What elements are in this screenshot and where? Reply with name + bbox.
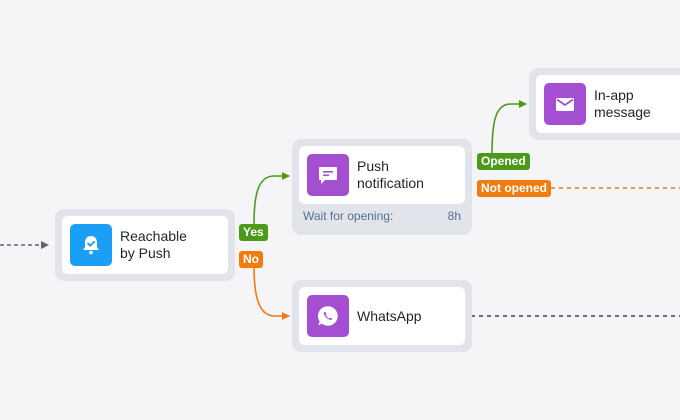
whatsapp-icon	[307, 295, 349, 337]
node-whatsapp[interactable]: WhatsApp	[292, 280, 472, 352]
edge-no[interactable]	[253, 265, 290, 320]
node-in-app-message[interactable]: In-app message	[529, 68, 680, 140]
node-label: Push notification	[357, 158, 424, 191]
branch-not-opened-badge[interactable]: Not opened	[477, 180, 551, 197]
wait-setting[interactable]: Wait for opening: 8h	[299, 204, 465, 223]
edge-yes[interactable]	[253, 172, 290, 225]
node-push-notification[interactable]: Push notification Wait for opening: 8h	[292, 139, 472, 235]
branch-opened-badge[interactable]: Opened	[477, 153, 530, 170]
node-reachable-by-push[interactable]: Reachable by Push	[55, 209, 235, 281]
wait-value: 8h	[447, 209, 461, 223]
edge-opened[interactable]	[491, 100, 527, 155]
envelope-icon	[544, 83, 586, 125]
wait-label: Wait for opening:	[303, 209, 394, 223]
node-label: Reachable by Push	[120, 228, 187, 261]
branch-no-badge[interactable]: No	[239, 251, 263, 268]
chat-bubble-icon	[307, 154, 349, 196]
branch-yes-badge[interactable]: Yes	[239, 224, 268, 241]
bell-check-icon	[70, 224, 112, 266]
node-label: In-app message	[594, 87, 651, 120]
node-label: WhatsApp	[357, 307, 422, 324]
